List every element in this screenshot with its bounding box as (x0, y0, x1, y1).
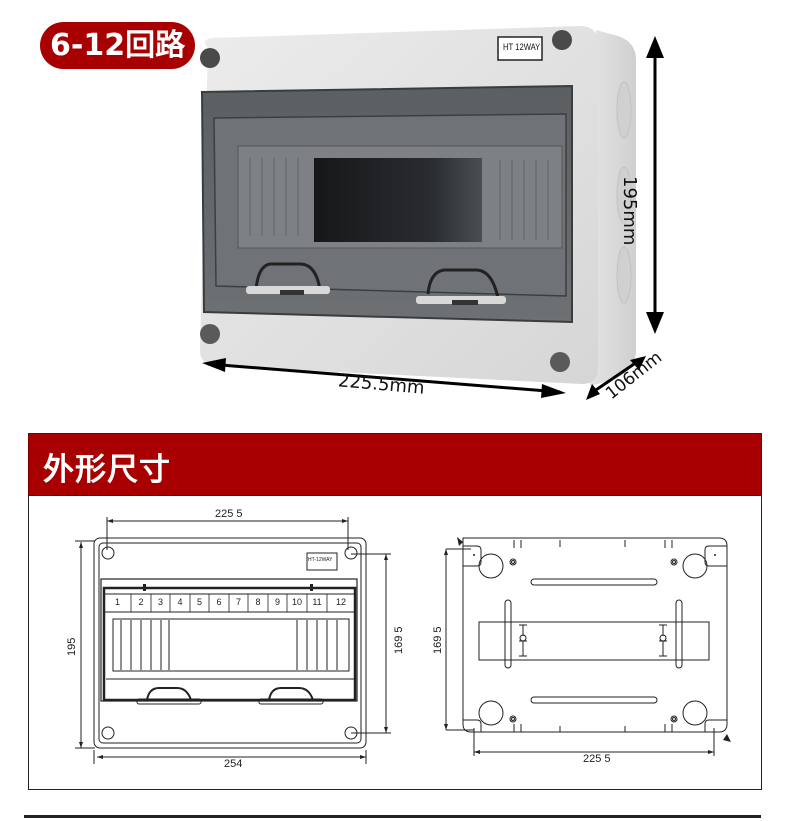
height-dimension-label: 195mm (619, 176, 640, 246)
back-dim-left-label: 169 5 (432, 626, 444, 654)
way-number: 12 (335, 597, 346, 607)
back-dim-bottom-label: 225 5 (583, 753, 611, 765)
way-number: 1 (114, 597, 120, 607)
circuit-count-badge: 6-12回路 (40, 22, 196, 69)
bottom-divider (24, 815, 761, 818)
way-number: 5 (196, 597, 202, 607)
way-number: 8 (255, 597, 261, 607)
way-number: 4 (177, 597, 183, 607)
front-view-drawing (75, 517, 391, 764)
product-photo (200, 26, 664, 400)
front-dim-top-label: 225 5 (215, 508, 243, 520)
section-banner: 外形尺寸 (28, 433, 762, 496)
enclosure-photo-illustration (200, 26, 664, 400)
section-title: 外形尺寸 (43, 452, 171, 488)
photo-label-plate-text: HT 12WAY (503, 42, 541, 52)
way-number: 9 (274, 597, 280, 607)
way-number: 11 (312, 597, 322, 607)
way-number: 10 (291, 597, 302, 607)
front-dim-right-label: 169 5 (393, 626, 405, 654)
front-label-plate-text: HT-12WAY (308, 557, 333, 563)
front-dim-bottom-label: 254 (224, 758, 243, 770)
label-plate (497, 36, 543, 61)
way-number: 3 (157, 597, 163, 607)
way-number: 2 (138, 597, 144, 607)
technical-drawings-frame: 225 5 254 195 169 5 HT-12WAY 1 2 3 4 5 6… (28, 496, 762, 790)
way-numbers-row: 1 2 3 4 5 6 7 8 9 10 11 12 (104, 597, 355, 611)
way-number: 7 (235, 597, 241, 607)
front-dim-left-label: 195 (66, 637, 78, 656)
back-view-drawing (444, 537, 731, 756)
way-number: 6 (216, 597, 222, 607)
